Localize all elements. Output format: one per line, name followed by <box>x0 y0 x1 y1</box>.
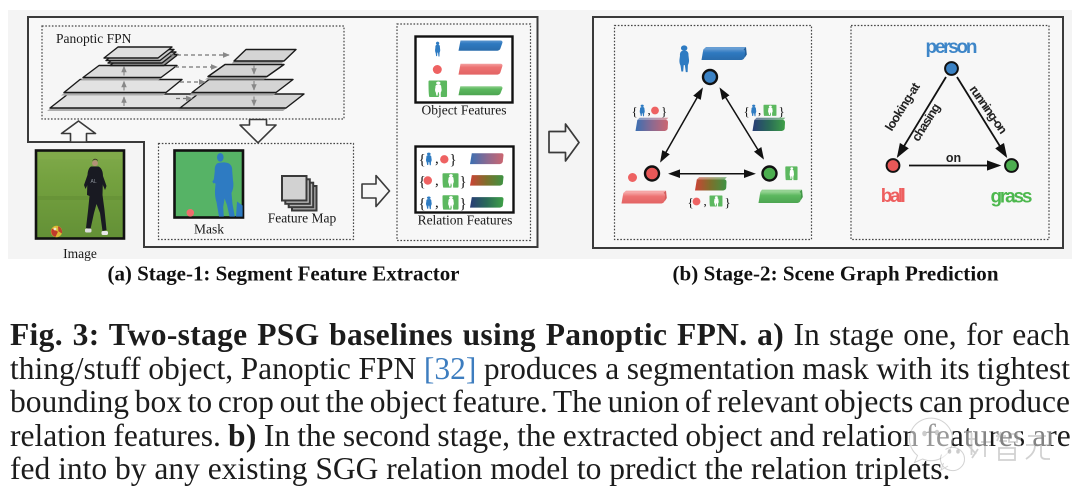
svg-text:{: { <box>419 196 426 212</box>
svg-text:}: } <box>460 174 467 190</box>
svg-text:}: } <box>661 104 667 119</box>
svg-text:Image: Image <box>63 246 97 261</box>
svg-text:Mask: Mask <box>194 222 224 237</box>
svg-text:}: } <box>725 195 731 210</box>
svg-text:Panoptic FPN: Panoptic FPN <box>56 31 132 46</box>
svg-text:{: { <box>419 174 426 190</box>
svg-text:{: { <box>744 104 750 119</box>
svg-text:{: { <box>688 195 694 210</box>
svg-text:,: , <box>435 195 439 211</box>
svg-text:,: , <box>648 103 651 118</box>
svg-text:}: } <box>779 104 785 119</box>
svg-text:(a) Stage-1: Segment Feature E: (a) Stage-1: Segment Feature Extractor <box>108 262 460 286</box>
svg-text:{: { <box>419 152 426 168</box>
svg-text:,: , <box>435 173 439 189</box>
svg-text:Object Features: Object Features <box>421 103 506 118</box>
svg-text:,: , <box>435 151 439 167</box>
svg-text:,: , <box>704 194 707 209</box>
svg-text:{: { <box>632 104 638 119</box>
svg-text:}: } <box>450 152 457 168</box>
svg-text:person: person <box>926 37 978 58</box>
svg-text:on: on <box>946 151 961 165</box>
svg-text:Feature Map: Feature Map <box>268 211 337 226</box>
svg-text:(b) Stage-2: Scene Graph Predi: (b) Stage-2: Scene Graph Prediction <box>673 262 999 286</box>
svg-text:,: , <box>758 103 761 118</box>
svg-text:AL: AL <box>91 179 97 185</box>
svg-text:Relation Features: Relation Features <box>418 213 513 228</box>
svg-text:grass: grass <box>991 187 1033 208</box>
svg-text:ball: ball <box>881 186 906 207</box>
svg-text:}: } <box>460 196 467 212</box>
